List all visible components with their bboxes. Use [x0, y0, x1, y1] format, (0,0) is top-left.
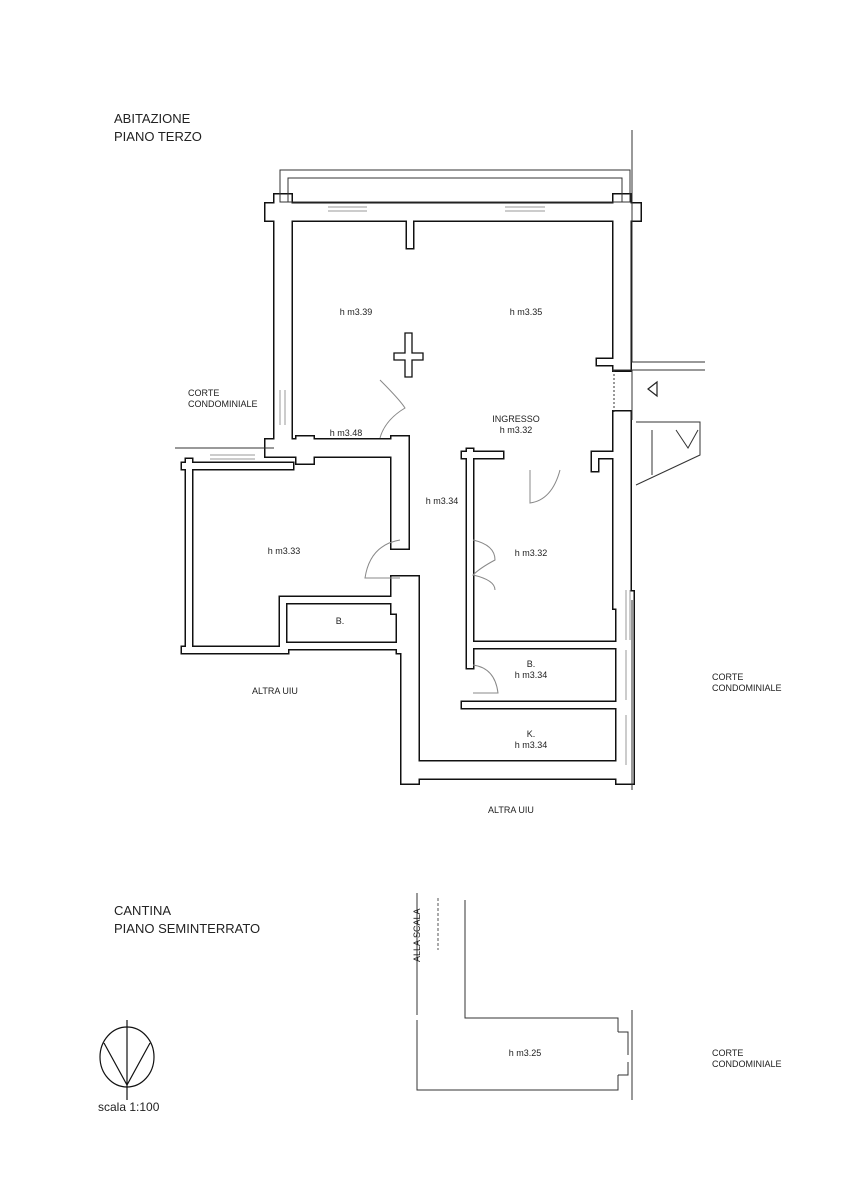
room-height-2: h m3.35	[509, 307, 543, 317]
room-height-4: h m3.33	[267, 546, 301, 556]
corte-label-right: CORTE CONDOMINIALE	[712, 672, 782, 695]
alla-scala-label: ALLA SCALA	[412, 908, 422, 962]
pillar	[393, 332, 424, 378]
label-line: CORTE	[712, 672, 744, 682]
label-line: CORTE	[712, 1048, 744, 1058]
balcony	[279, 169, 631, 203]
room-height: h m3.32	[499, 425, 533, 436]
room-name: B.	[526, 659, 536, 669]
heading-line: PIANO TERZO	[114, 128, 202, 144]
heading-line: CANTINA	[114, 903, 172, 918]
corte-label-left: CORTE CONDOMINIALE	[188, 388, 258, 411]
label-line: CONDOMINIALE	[712, 1059, 782, 1070]
corte-label-cellar: CORTE CONDOMINIALE	[712, 1048, 782, 1071]
cellar-heading: CANTINA PIANO SEMINTERRATO	[114, 902, 260, 937]
label-line: CONDOMINIALE	[712, 683, 782, 694]
doors	[364, 379, 561, 694]
room-height-5: h m3.32	[514, 548, 548, 558]
cellar-walls	[416, 893, 633, 1100]
north-compass-icon	[99, 1020, 155, 1100]
ingresso-label: INGRESSO h m3.32	[492, 414, 540, 437]
heading-line: ABITAZIONE	[114, 111, 191, 126]
kitchen-label: K. h m3.34	[515, 729, 548, 752]
bath-2-label: B. h m3.34	[515, 659, 548, 682]
altra-uiu-left: ALTRA UIU	[252, 686, 298, 696]
altra-uiu-bottom: ALTRA UIU	[488, 805, 534, 815]
bath-1-label: B.	[335, 616, 345, 626]
heading-line: PIANO SEMINTERRATO	[114, 920, 261, 936]
label-line: CORTE	[188, 388, 220, 398]
room-name: K.	[526, 729, 536, 739]
room-height: h m3.34	[514, 670, 548, 681]
room-height: h m3.34	[514, 740, 548, 751]
room-height-1: h m3.39	[339, 307, 373, 317]
windows	[210, 206, 631, 765]
cellar-height: h m3.25	[508, 1048, 542, 1058]
room-height-3: h m3.48	[329, 428, 363, 438]
entrance-arrow-icon	[647, 380, 658, 398]
exterior-lines	[175, 130, 705, 790]
label-line: CONDOMINIALE	[188, 399, 258, 410]
scale-label: scala 1:100	[98, 1100, 160, 1114]
upper-floor-heading: ABITAZIONE PIANO TERZO	[114, 110, 202, 145]
room-name: INGRESSO	[492, 414, 540, 424]
corridor-height: h m3.34	[425, 496, 459, 506]
